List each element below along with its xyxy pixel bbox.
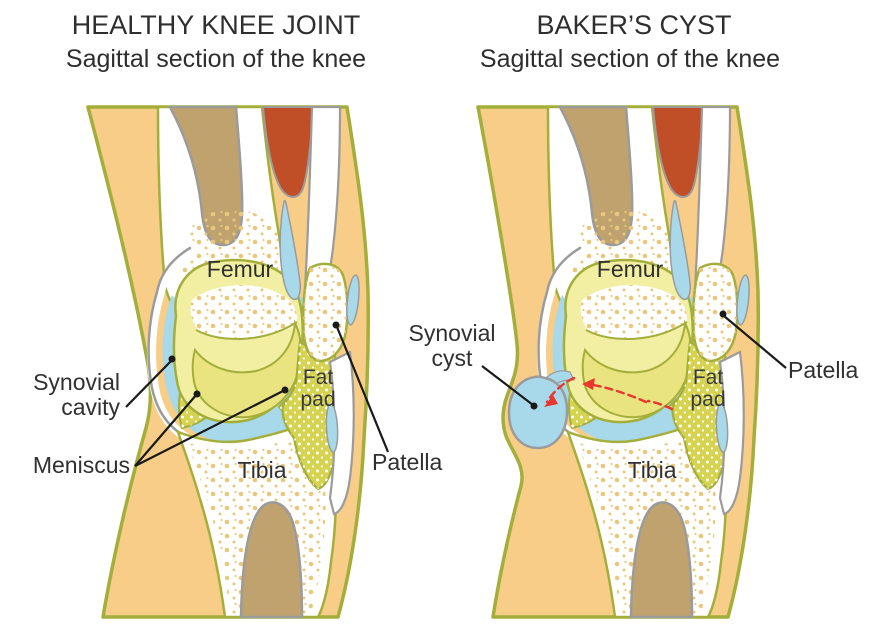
meniscus-leader-dot-posterior [193,390,201,398]
healthy-knee-title: HEALTHY KNEE JOINT [72,10,361,40]
synovial-cyst-leader-line [481,365,534,406]
tibia-label: Tibia [238,457,287,483]
synovial-cavity-leader-dot [168,355,176,363]
fat-pad-label-line2: pad [300,388,335,411]
fluid-flow-dashes-extra [646,399,674,411]
fluid-flow-arrowhead-joint [582,378,595,390]
patella-label: Patella [372,449,443,475]
meniscus-leader-line-anterior [134,389,286,467]
synovial-cavity-leader-line [125,359,173,408]
healthy-knee-figure: HEALTHY KNEE JOINT Sagittal section of t… [33,10,443,617]
femur-label: Femur [207,256,274,282]
synovial-cyst-label-line2: cyst [432,345,474,371]
femur-label: Femur [597,256,664,282]
patella-leader-line [335,326,390,453]
fat-pad-label-line1: Fat [303,366,334,389]
bakers-cyst-title: BAKER’S CYST [536,10,731,40]
synovial-cavity-label-line1: Synovial [33,369,120,395]
fat-pad-label-line1: Fat [693,366,724,389]
bakers-cyst-subtitle: Sagittal section of the knee [480,45,780,73]
healthy-knee-subtitle: Sagittal section of the knee [66,45,366,73]
meniscus-label: Meniscus [33,452,130,478]
patella-leader-dot [719,310,727,318]
patella-label: Patella [788,357,859,383]
meniscus-leader-dot-anterior [281,386,289,394]
synovial-cyst-label-line1: Synovial [409,320,496,346]
synovial-cavity-label-line2: cavity [61,394,120,420]
fat-pad-label-line2: pad [690,388,725,411]
patella-leader-line [723,315,787,369]
meniscus-leader-line-posterior [134,393,198,467]
synovial-cyst-leader-dot [530,402,538,410]
fluid-flow-arrowhead-neck [544,395,558,407]
patella-leader-dot [332,321,340,329]
tibia-label: Tibia [628,457,677,483]
bakers-cyst-figure: BAKER’S CYST Sagittal section of the kne… [409,10,859,617]
bakers-cyst-knee-anatomy-group [476,107,761,617]
fluid-flow-dashes-neck [545,376,576,404]
